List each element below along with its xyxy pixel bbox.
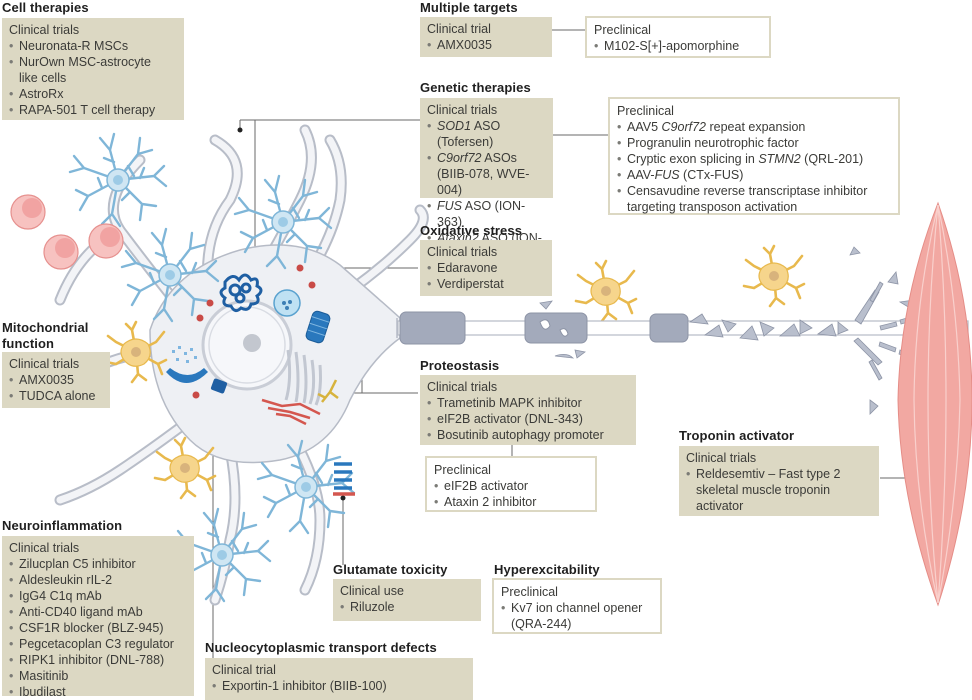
- neuroinflammation-title: Neuroinflammation: [2, 518, 123, 533]
- list-item: Reldesemtiv – Fast type 2 skeletal muscl…: [686, 466, 872, 514]
- oxidative-stress-title: Oxidative stress: [420, 223, 523, 238]
- list-item: TUDCA alone: [9, 388, 103, 404]
- genetic-therapies-clinical-box: Clinical trials SOD1 ASO (Tofersen) C9or…: [420, 98, 553, 261]
- muscle-fibre-icon: [897, 201, 972, 607]
- list-item: Kv7 ion channel opener (QRA-244): [501, 600, 653, 632]
- microglia-icon: [574, 259, 638, 323]
- box-heading: Clinical trials: [9, 357, 80, 371]
- list-item: RAPA-501 T cell therapy: [9, 102, 177, 118]
- proteostasis-preclinical-box: Preclinical eIF2B activator Ataxin 2 inh…: [425, 456, 597, 512]
- box-heading: Preclinical: [501, 585, 558, 599]
- proteostasis-title: Proteostasis: [420, 358, 500, 373]
- multiple-targets-title: Multiple targets: [420, 0, 518, 15]
- list-item: Ibudilast: [9, 684, 187, 700]
- list-item: IgG4 C1q mAb: [9, 588, 187, 604]
- box-heading: Clinical trials: [427, 380, 498, 394]
- nucleocytoplasmic-transport-clinical-box: Clinical trial Exportin-1 inhibitor (BII…: [205, 658, 473, 700]
- list-item: Neuronata-R MSCs: [9, 38, 177, 54]
- list-item: Pegcetacoplan C3 regulator: [9, 636, 187, 652]
- list-item: FUS ASO (ION-363): [427, 198, 546, 230]
- mitochondrial-function-clinical-box: Clinical trials AMX0035 TUDCA alone: [2, 352, 110, 408]
- mitochondrion-icon: [166, 346, 208, 383]
- list-item: AstroRx: [9, 86, 177, 102]
- oxidative-stress-clinical-box: Clinical trials Edaravone Verdiperstat: [420, 240, 552, 296]
- box-heading: Preclinical: [617, 104, 674, 118]
- cell-therapies-list: Neuronata-R MSCs NurOwn MSC-astrocyte li…: [9, 38, 177, 118]
- nucleolus-icon: [243, 334, 261, 352]
- list-item: eIF2B activator (DNL-343): [427, 411, 629, 427]
- list-item: Anti-CD40 ligand mAb: [9, 604, 187, 620]
- list-item: Trametinib MAPK inhibitor: [427, 395, 629, 411]
- list-item: SOD1 ASO (Tofersen): [427, 118, 546, 150]
- cell-therapies-title: Cell therapies: [2, 0, 89, 15]
- troponin-activator-clinical-box: Clinical trials Reldesemtiv – Fast type …: [679, 446, 879, 516]
- box-heading: Clinical trials: [686, 451, 757, 465]
- list-item: Zilucplan C5 inhibitor: [9, 556, 187, 572]
- hyperexcitability-preclinical-box: Preclinical Kv7 ion channel opener (QRA-…: [492, 578, 662, 634]
- multiple-targets-preclinical-box: Preclinical M102-S[+]-apomorphine: [585, 16, 771, 58]
- box-heading: Preclinical: [434, 463, 491, 477]
- list-item: AMX0035: [427, 37, 545, 53]
- box-heading: Clinical use: [340, 584, 404, 598]
- box-heading: Clinical trials: [427, 103, 498, 117]
- cell-therapies-clinical-box: Clinical trials Neuronata-R MSCs NurOwn …: [2, 18, 184, 120]
- box-heading: Clinical trial: [427, 22, 491, 36]
- lysosome-icon: [273, 289, 301, 317]
- list-item: Progranulin neurotrophic factor: [617, 135, 891, 151]
- list-item: eIF2B activator: [434, 478, 588, 494]
- box-heading: Clinical trial: [212, 663, 276, 677]
- proteasome-icon: [305, 310, 331, 344]
- nuclear-pore-icon: [210, 378, 228, 394]
- glutamate-toxicity-clinical-box: Clinical use Riluzole: [333, 579, 481, 621]
- list-item: Ataxin 2 inhibitor: [434, 494, 588, 510]
- list-item: Aldesleukin rIL-2: [9, 572, 187, 588]
- list-item: C9orf72 ASOs (BIIB-078, WVE-004): [427, 150, 546, 198]
- multiple-targets-clinical-box: Clinical trial AMX0035: [420, 17, 552, 57]
- receptor-icon: [317, 379, 339, 403]
- list-item: AAV5 C9orf72 repeat expansion: [617, 119, 891, 135]
- protein-aggregate-icon: [219, 273, 263, 313]
- list-item: Censavudine reverse transcriptase inhibi…: [617, 183, 891, 215]
- gene-name: C9orf72: [661, 120, 706, 134]
- red-blood-cells: [10, 194, 124, 270]
- reactive-oxygen-species: [192, 264, 316, 399]
- list-item: AMX0035: [9, 372, 103, 388]
- box-heading: Clinical trials: [427, 245, 498, 259]
- list-item: Riluzole: [340, 599, 474, 615]
- stress-fibril-icon: [261, 398, 321, 426]
- box-heading: Preclinical: [594, 23, 651, 37]
- list-item: Masitinib: [9, 668, 187, 684]
- mitochondrial-function-title: Mitochondrial function: [2, 320, 89, 351]
- list-item: Bosutinib autophagy promoter: [427, 427, 629, 443]
- box-heading: Clinical trials: [9, 23, 80, 37]
- list-item: CSF1R blocker (BLZ-945): [9, 620, 187, 636]
- list-item: Verdiperstat: [427, 276, 545, 292]
- gene-name: FUS: [437, 199, 462, 213]
- proteostasis-clinical-box: Clinical trials Trametinib MAPK inhibito…: [420, 375, 636, 445]
- list-item: M102-S[+]-apomorphine: [594, 38, 762, 54]
- endoplasmic-reticulum-icon: [284, 349, 322, 406]
- list-item: Exportin-1 inhibitor (BIIB-100): [212, 678, 466, 694]
- list-item: RIPK1 inhibitor (DNL-788): [9, 652, 187, 668]
- list-item: AAV-FUS (CTx-FUS): [617, 167, 891, 183]
- box-heading: Clinical trials: [9, 541, 80, 555]
- troponin-activator-title: Troponin activator: [679, 428, 795, 443]
- gene-name: STMN2: [758, 152, 801, 166]
- genetic-therapies-preclinical-box: Preclinical AAV5 C9orf72 repeat expansio…: [608, 97, 900, 215]
- neuroinflammation-clinical-box: Clinical trials Zilucplan C5 inhibitor A…: [2, 536, 194, 700]
- list-item: Edaravone: [427, 260, 545, 276]
- gene-name: FUS: [654, 168, 680, 182]
- nucleocytoplasmic-transport-title: Nucleocytoplasmic transport defects: [205, 640, 437, 655]
- list-item: Cryptic exon splicing in STMN2 (QRL-201): [617, 151, 891, 167]
- gene-name: C9orf72: [437, 151, 482, 165]
- gene-name: SOD1: [437, 119, 472, 133]
- glutamate-receptor-icon: [333, 462, 355, 496]
- glutamate-toxicity-title: Glutamate toxicity: [333, 562, 448, 577]
- list-item: NurOwn MSC-astrocyte like cells: [9, 54, 169, 86]
- genetic-therapies-title: Genetic therapies: [420, 80, 531, 95]
- microglia-icon: [742, 244, 806, 308]
- hyperexcitability-title: Hyperexcitability: [494, 562, 600, 577]
